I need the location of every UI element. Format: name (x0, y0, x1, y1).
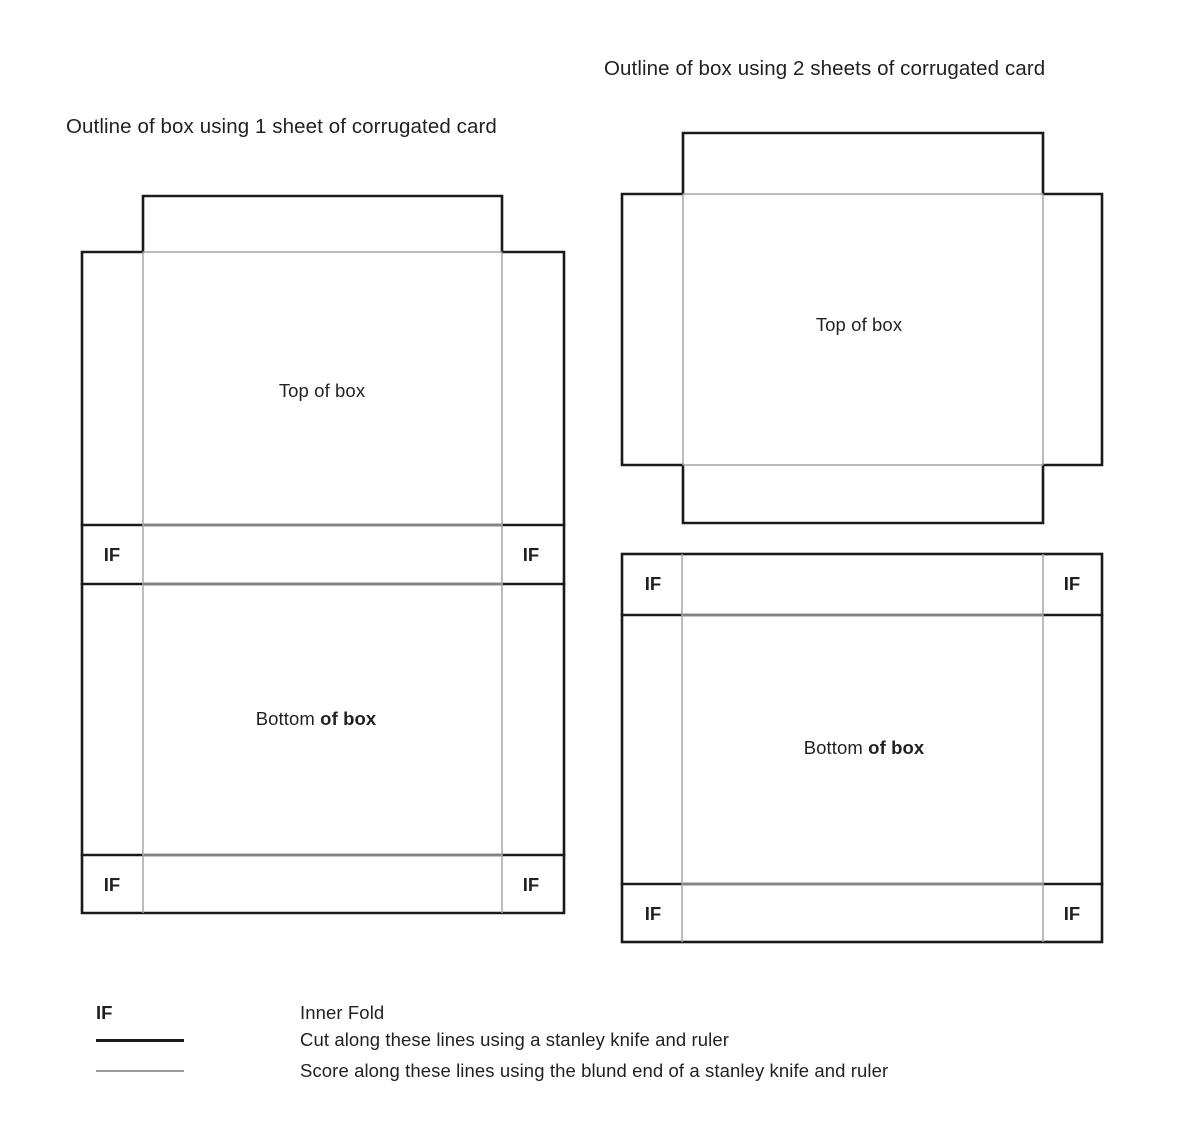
one-sheet-net (80, 194, 566, 915)
legend-key-score-line (88, 1070, 208, 1072)
legend-text-cut-line: Cut along these lines using a stanley kn… (300, 1029, 730, 1050)
bottom-label-lead: Bottom (255, 708, 321, 729)
legend-if-abbrev: IF (96, 1002, 113, 1023)
two-sheets-bottom-panel-label: Bottom of box (804, 737, 925, 759)
legend-text-inner-fold: Inner Fold (300, 1002, 385, 1023)
score-line-icon (96, 1070, 184, 1072)
one-sheet-if-top-right: IF (522, 544, 540, 565)
one-sheet-cut-outline (80, 194, 566, 915)
one-sheet-if-bottom-right: IF (522, 874, 540, 895)
two-sheets-if-top-left: IF (644, 573, 662, 594)
two-sheets-if-bottom-right: IF (1063, 903, 1081, 924)
legend-row-inner-fold: IF Inner Fold (88, 998, 1088, 1028)
bottom-label-tail-2: of box (868, 737, 925, 758)
two-sheets-bottom-cut-outline (620, 552, 1104, 944)
legend-row-score-line: Score along these lines using the blund … (88, 1056, 1088, 1086)
two-sheets-if-bottom-left: IF (644, 903, 662, 924)
one-sheet-bottom-panel-label: Bottom of box (256, 708, 377, 730)
one-sheet-if-top-left: IF (103, 544, 121, 565)
one-sheet-top-panel-label: Top of box (278, 380, 366, 401)
legend-text-score-line: Score along these lines using the blund … (300, 1060, 889, 1081)
legend-key-inner-fold: IF (88, 1002, 208, 1024)
cut-line-icon (96, 1038, 184, 1042)
legend-key-cut-line (88, 1038, 208, 1042)
legend-row-cut-line: Cut along these lines using a stanley kn… (88, 1025, 1088, 1055)
title-one-sheet: Outline of box using 1 sheet of corrugat… (66, 115, 497, 138)
two-sheets-top-piece (620, 131, 1104, 525)
bottom-label-lead-2: Bottom (803, 737, 869, 758)
one-sheet-if-bottom-left: IF (103, 874, 121, 895)
two-sheets-top-panel-label: Top of box (815, 314, 903, 335)
bottom-label-tail: of box (320, 708, 377, 729)
two-sheets-if-top-right: IF (1063, 573, 1081, 594)
two-sheets-bottom-piece (620, 552, 1104, 944)
title-two-sheets: Outline of box using 2 sheets of corruga… (604, 57, 1046, 80)
